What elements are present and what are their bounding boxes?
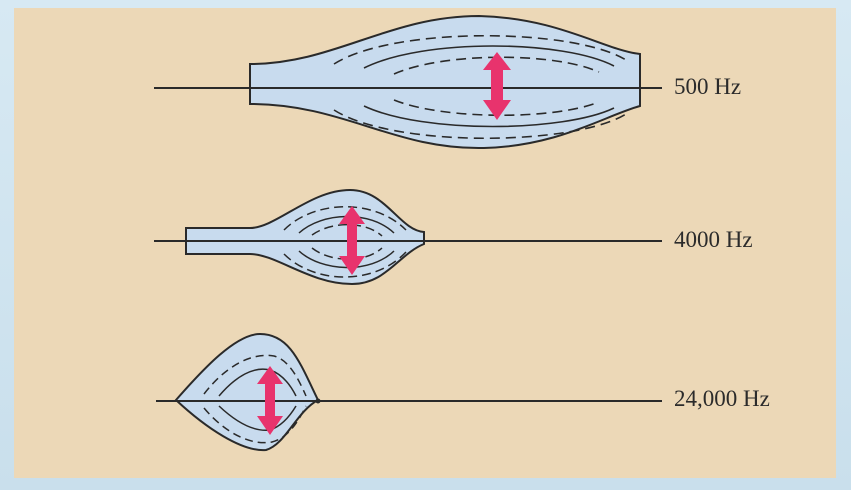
envelope-shape bbox=[176, 334, 318, 450]
envelope-4000hz bbox=[154, 190, 662, 284]
frequency-label-500hz: 500 Hz bbox=[674, 74, 741, 100]
envelope-shape bbox=[186, 190, 424, 284]
frequency-label-4000hz: 4000 Hz bbox=[674, 227, 753, 253]
frequency-label-24000hz: 24,000 Hz bbox=[674, 386, 770, 412]
envelope-shape bbox=[250, 16, 640, 148]
apex-dot bbox=[316, 399, 321, 404]
diagram-panel: 500 Hz 4000 Hz 24,000 Hz bbox=[14, 8, 836, 478]
envelope-500hz bbox=[154, 16, 662, 148]
envelope-24000hz bbox=[156, 334, 662, 450]
